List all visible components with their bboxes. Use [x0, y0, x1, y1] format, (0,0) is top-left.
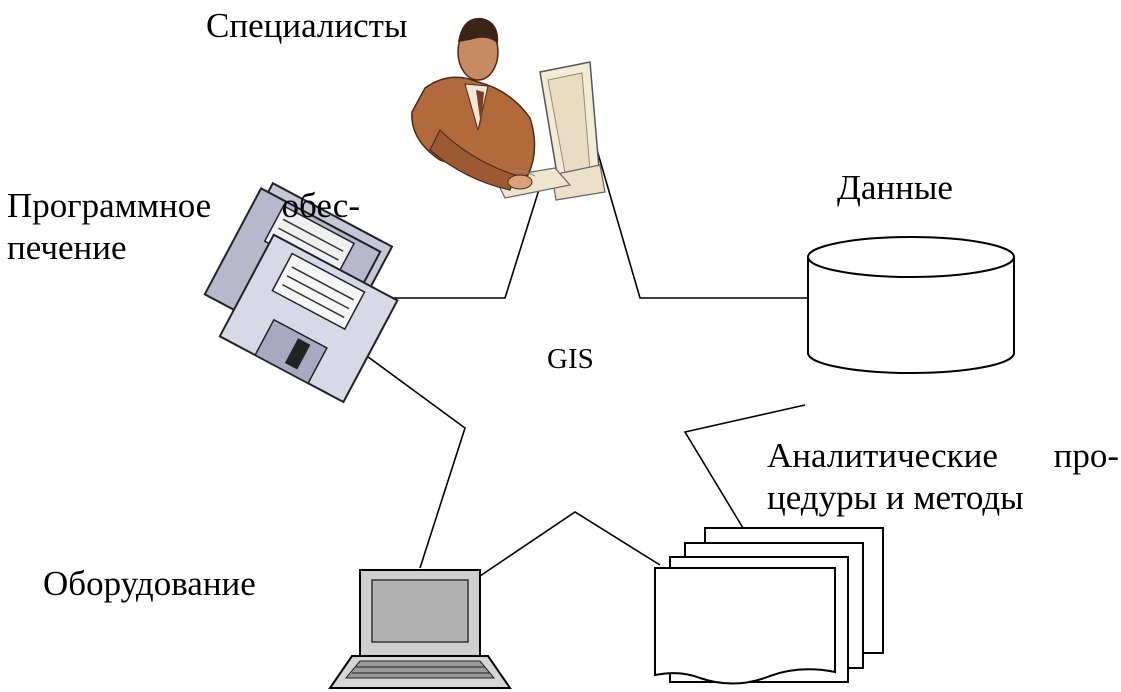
label-methods-word1: Аналитические [767, 436, 998, 475]
label-data: Данные [837, 168, 953, 207]
label-methods-line2: цедуры и методы [767, 478, 1024, 517]
star-outline-left [344, 339, 466, 569]
label-hardware: Оборудование [43, 564, 256, 603]
star-outline-right [596, 149, 808, 299]
label-software-word2: обес- [281, 186, 360, 225]
star-outline-bottom [479, 511, 661, 577]
star-outline [340, 179, 543, 299]
label-software: Программное обес- печение [7, 185, 360, 269]
document-stack-icon [654, 527, 884, 685]
label-methods: Аналитические про- цедуры и методы [767, 435, 1119, 519]
label-software-word1: Программное [7, 186, 212, 225]
star-outline-lower-right [683, 404, 806, 529]
label-methods-word2: про- [1053, 436, 1119, 475]
label-software-line2: печение [7, 228, 127, 267]
floppy-disks-icon [203, 181, 399, 404]
laptop-icon [328, 569, 512, 689]
specialist-at-computer-icon [411, 17, 606, 201]
database-cylinder-icon [807, 236, 1015, 374]
label-specialists: Специалисты [206, 6, 408, 45]
center-label-gis: GIS [547, 343, 594, 375]
